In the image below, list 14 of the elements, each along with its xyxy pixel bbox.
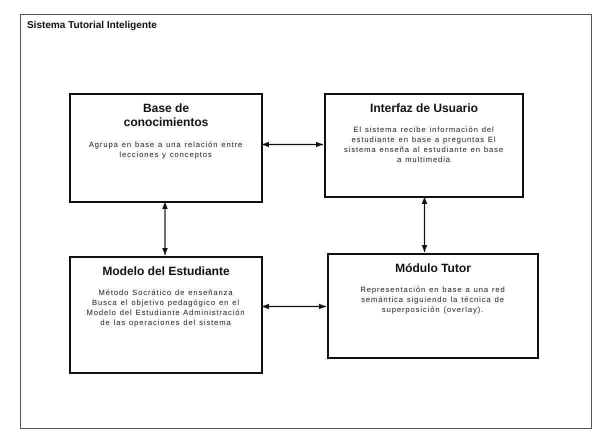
arrow xyxy=(162,202,168,255)
module-box xyxy=(69,93,263,203)
arrow xyxy=(262,142,323,148)
arrow xyxy=(262,304,326,310)
module-title: Base de conocimientos xyxy=(122,101,210,130)
module-box xyxy=(324,93,524,198)
module-title: Modelo del Estudiante xyxy=(101,264,231,278)
module-box xyxy=(69,256,263,374)
frame-heading: Sistema Tutorial Inteligente xyxy=(27,20,157,32)
frame-panel xyxy=(20,14,592,429)
module-title: Módulo Tutor xyxy=(394,261,472,276)
module-box xyxy=(327,253,539,359)
module-title: Interfaz de Usuario xyxy=(368,101,480,116)
arrow xyxy=(422,197,428,252)
